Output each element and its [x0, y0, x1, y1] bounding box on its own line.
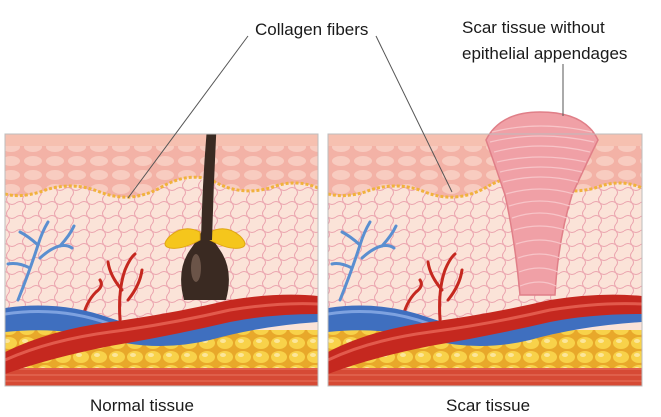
normal-panel-frame	[4, 133, 319, 387]
epidermis-layer	[5, 134, 318, 198]
muscle-layer	[328, 368, 642, 386]
collagen-leader-left	[127, 35, 249, 199]
collagen-leader-right	[375, 35, 453, 193]
follicle-highlight	[191, 254, 201, 282]
scar-tissue-panel	[328, 134, 642, 386]
muscle-layer	[5, 368, 318, 386]
artery	[5, 294, 318, 374]
scar-panel-frame	[327, 133, 643, 387]
nerve-branches	[330, 220, 398, 302]
artery	[328, 294, 642, 374]
scar-tissue-label-line2: epithelial appendages	[462, 44, 628, 63]
leader-lines	[127, 35, 564, 199]
artery-highlight	[5, 302, 318, 362]
sebaceous-glands	[164, 228, 246, 249]
basement-membrane-line	[5, 175, 318, 199]
nerve-branches	[6, 220, 76, 302]
basement-membrane-line	[328, 175, 642, 199]
scar-tissue	[485, 111, 599, 296]
hair-shaft	[201, 134, 217, 240]
skin-surface	[5, 134, 318, 146]
artery-highlight	[328, 302, 642, 362]
normal-tissue-panel	[5, 134, 318, 386]
normal-tissue-caption: Normal tissue	[90, 396, 194, 415]
scar-tissue-label-line1: Scar tissue without	[462, 18, 605, 37]
capillaries	[80, 252, 144, 322]
capillaries	[400, 252, 464, 322]
scar-tissue-caption: Scar tissue	[446, 396, 531, 415]
collagen-fibers-label: Collagen fibers	[255, 20, 369, 39]
hair-follicle	[181, 225, 229, 300]
